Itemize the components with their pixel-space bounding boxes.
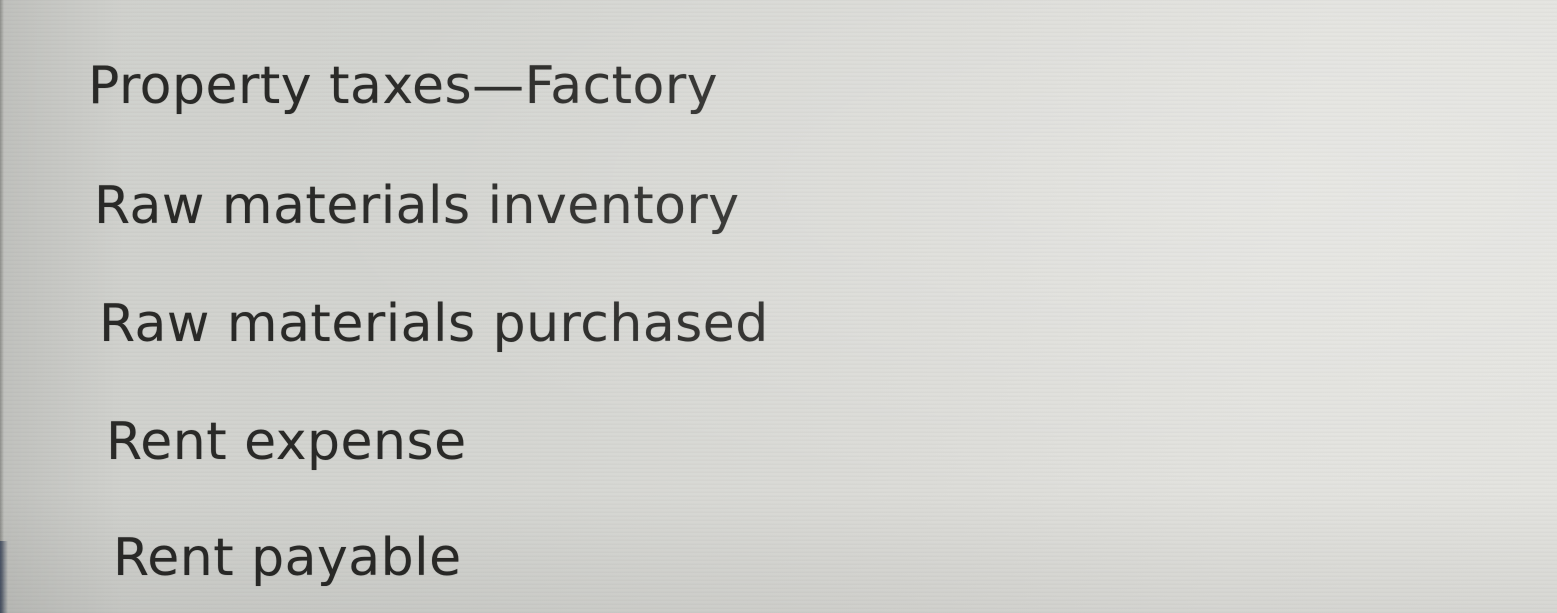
- list-item-rent-expense[interactable]: Rent expense: [106, 412, 467, 472]
- list-item-rent-payable[interactable]: Rent payable: [113, 528, 462, 588]
- screen-edge-shadow: [0, 541, 8, 613]
- list-item-raw-materials-purchased[interactable]: Raw materials purchased: [99, 294, 769, 354]
- list-item-raw-materials-inventory[interactable]: Raw materials inventory: [94, 176, 740, 236]
- list-left-border: [0, 0, 4, 613]
- list-item-property-taxes-factory[interactable]: Property taxes—Factory: [88, 56, 719, 116]
